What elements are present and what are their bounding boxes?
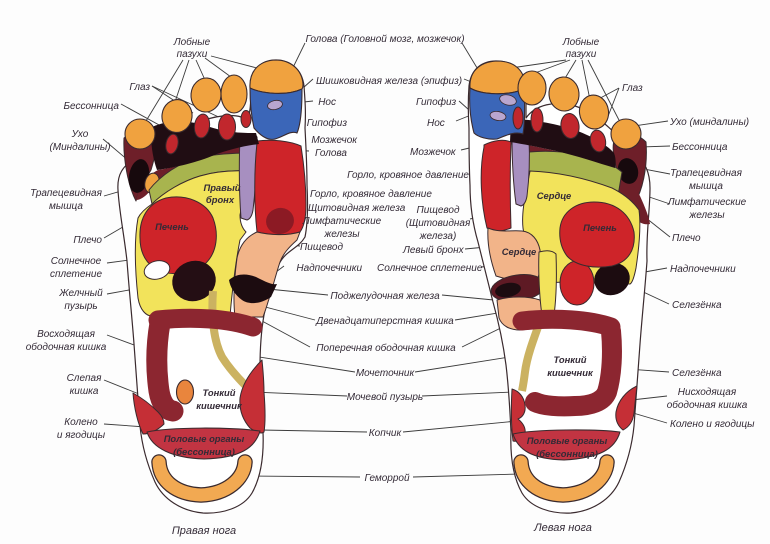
svg-text:Двенадцатиперстная кишка: Двенадцатиперстная кишка	[315, 316, 454, 327]
svg-text:Половые органы: Половые органы	[164, 433, 245, 444]
svg-text:железы: железы	[323, 229, 360, 240]
svg-text:Желчный: Желчный	[58, 288, 103, 299]
svg-text:Трапецевидная: Трапецевидная	[670, 168, 743, 179]
svg-text:Ухо: Ухо	[71, 129, 89, 140]
svg-text:Копчик: Копчик	[369, 428, 403, 439]
svg-text:Селезёнка: Селезёнка	[672, 368, 722, 379]
svg-text:Печень: Печень	[583, 222, 617, 233]
svg-text:Сердце: Сердце	[537, 190, 571, 201]
svg-text:Пищевод: Пищевод	[417, 205, 460, 216]
svg-text:Глаз: Глаз	[129, 82, 150, 93]
svg-text:Селезёнка: Селезёнка	[672, 300, 722, 311]
svg-text:Правая нога: Правая нога	[172, 525, 236, 537]
svg-text:Ухо (миндалины): Ухо (миндалины)	[669, 117, 749, 128]
svg-text:ободочная кишка: ободочная кишка	[26, 341, 107, 353]
svg-text:кишечник: кишечник	[196, 400, 243, 411]
svg-text:сплетение: сплетение	[50, 269, 103, 280]
svg-text:Нос: Нос	[318, 97, 336, 108]
svg-text:кишка: кишка	[70, 386, 99, 397]
svg-text:железа): железа)	[419, 231, 457, 242]
svg-text:Глаз: Глаз	[622, 83, 643, 94]
svg-text:мышца: мышца	[49, 201, 83, 212]
svg-text:Солнечное сплетение: Солнечное сплетение	[377, 263, 483, 274]
svg-text:Плечо: Плечо	[73, 235, 102, 246]
svg-text:Лимфатические: Лимфатические	[667, 196, 747, 208]
svg-text:Голова: Голова	[315, 148, 347, 159]
svg-text:Поперечная ободочная кишка: Поперечная ободочная кишка	[316, 342, 456, 354]
svg-text:Геморрой: Геморрой	[364, 473, 410, 484]
svg-text:Левая нога: Левая нога	[533, 522, 592, 534]
svg-text:Лобные: Лобные	[173, 36, 211, 48]
svg-text:Голова (Головной мозг, мозжечо: Голова (Головной мозг, мозжечок)	[305, 34, 464, 45]
svg-text:Гипофиз: Гипофиз	[307, 117, 348, 129]
svg-text:кишечник: кишечник	[547, 367, 594, 378]
svg-text:Лимфатические: Лимфатические	[302, 215, 382, 227]
svg-text:(бессонница): (бессонница)	[173, 446, 235, 457]
svg-text:мышца: мышца	[689, 181, 723, 192]
svg-text:Мозжечок: Мозжечок	[410, 147, 457, 158]
svg-text:Шишковидная железа (эпифиз): Шишковидная железа (эпифиз)	[316, 75, 462, 87]
svg-text:пузырь: пузырь	[64, 301, 97, 312]
svg-text:Поджелудочная железа: Поджелудочная железа	[330, 291, 440, 302]
svg-text:Мочеточник: Мочеточник	[356, 368, 416, 379]
svg-text:Горло, кровяное давление: Горло, кровяное давление	[310, 189, 432, 200]
svg-text:Бессонница: Бессонница	[672, 142, 728, 153]
svg-text:Половые органы: Половые органы	[527, 435, 608, 446]
svg-text:Солнечное: Солнечное	[51, 256, 102, 267]
svg-text:(Миндалины): (Миндалины)	[49, 142, 110, 153]
svg-text:Мочевой пузырь: Мочевой пузырь	[347, 392, 423, 403]
svg-text:Надпочечники: Надпочечники	[296, 263, 362, 274]
svg-text:Сердце: Сердце	[502, 246, 536, 257]
svg-text:Нисходящая: Нисходящая	[678, 387, 737, 398]
svg-text:Плечо: Плечо	[672, 233, 701, 244]
svg-text:Восходящая: Восходящая	[37, 329, 96, 340]
svg-text:Нос: Нос	[427, 118, 445, 129]
svg-text:Гипофиз: Гипофиз	[416, 96, 457, 108]
svg-text:пазухи: пазухи	[177, 49, 208, 60]
svg-text:Бессонница: Бессонница	[64, 101, 120, 112]
svg-text:(бессонница): (бессонница)	[536, 448, 598, 459]
svg-text:Колено: Колено	[64, 417, 98, 428]
svg-text:Правый: Правый	[203, 182, 240, 193]
svg-text:Колено и ягодицы: Колено и ягодицы	[670, 419, 755, 430]
svg-text:Слепая: Слепая	[67, 373, 102, 384]
svg-text:Печень: Печень	[155, 221, 189, 232]
svg-text:(Щитовидная: (Щитовидная	[406, 218, 471, 229]
svg-text:Лобные: Лобные	[562, 36, 600, 48]
svg-text:Трапецевидная: Трапецевидная	[30, 188, 103, 199]
svg-text:Горло, кровяное давление: Горло, кровяное давление	[347, 170, 469, 181]
svg-text:пазухи: пазухи	[566, 49, 597, 60]
svg-text:Пищевод: Пищевод	[300, 242, 343, 253]
svg-text:ободочная кишка: ободочная кишка	[667, 399, 748, 411]
svg-text:Надпочечники: Надпочечники	[670, 264, 736, 275]
svg-text:Щитовидная железа: Щитовидная железа	[308, 203, 406, 214]
svg-text:Левый бронх: Левый бронх	[402, 244, 465, 256]
svg-text:бронх: бронх	[206, 194, 235, 205]
svg-text:Мозжечок: Мозжечок	[311, 135, 358, 146]
svg-text:Тонкий: Тонкий	[554, 354, 587, 365]
svg-text:железы: железы	[688, 210, 725, 221]
svg-text:Тонкий: Тонкий	[203, 387, 236, 398]
svg-text:и ягодицы: и ягодицы	[57, 430, 106, 441]
